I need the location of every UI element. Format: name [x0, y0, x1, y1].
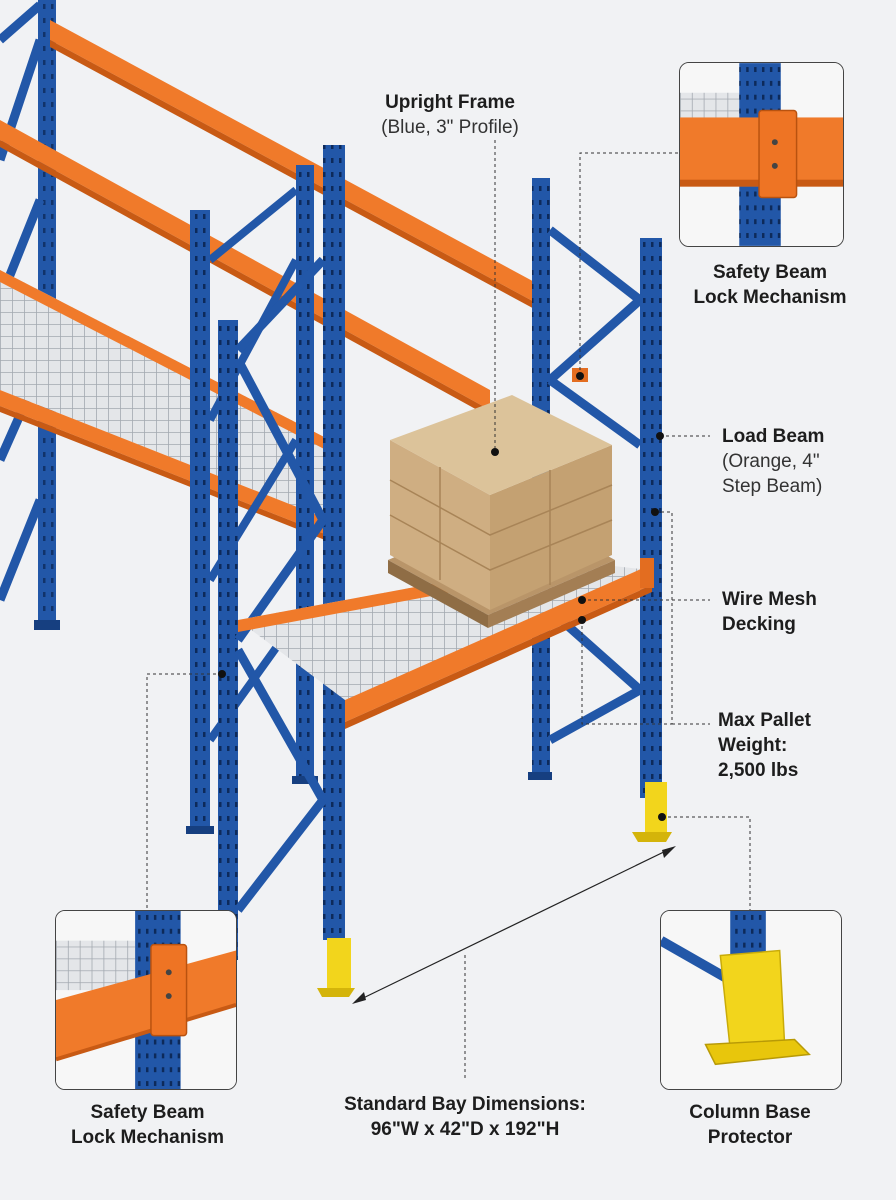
- label-max-weight: Max Pallet Weight: 2,500 lbs: [718, 708, 878, 783]
- safety-lock-top-line2: Lock Mechanism: [693, 287, 847, 308]
- label-bay-dimensions: Standard Bay Dimensions: 96"W x 42"D x 1…: [300, 1092, 630, 1142]
- max-weight-line1: Max Pallet: [718, 710, 811, 731]
- inset-column-protector: [660, 910, 842, 1090]
- bay-dimensions-line1: Standard Bay Dimensions:: [344, 1094, 586, 1115]
- label-column-protector: Column Base Protector: [650, 1100, 850, 1150]
- column-protector-line2: Protector: [707, 1127, 793, 1148]
- safety-lock-bottom-line2: Lock Mechanism: [70, 1127, 225, 1148]
- safety-lock-bottom-line1: Safety Beam: [90, 1102, 205, 1123]
- upright-frame-title: Upright Frame: [385, 92, 515, 113]
- label-wire-mesh: Wire Mesh Decking: [722, 587, 882, 637]
- beam-lock-connector-icon: [56, 911, 236, 1089]
- load-beam-sub2: Step Beam): [722, 476, 823, 497]
- column-base-protectors: [317, 782, 672, 997]
- load-beam-sub1: (Orange, 4": [722, 451, 820, 472]
- pallet-load: [388, 395, 615, 628]
- label-upright-frame: Upright Frame (Blue, 3" Profile): [340, 90, 560, 140]
- load-beam-title: Load Beam: [722, 426, 825, 447]
- max-weight-line3: 2,500 lbs: [718, 760, 799, 781]
- bay-dimensions-line2: 96"W x 42"D x 192"H: [370, 1119, 560, 1140]
- column-protector-line1: Column Base: [689, 1102, 811, 1123]
- upper-load-beams: [0, 20, 540, 417]
- max-weight-line2: Weight:: [718, 735, 788, 756]
- leader-lines: [146, 140, 751, 1080]
- inset-safety-lock-top: [679, 62, 844, 247]
- label-safety-lock-top: Safety Beam Lock Mechanism: [670, 260, 870, 310]
- wire-mesh-line1: Wire Mesh: [722, 589, 817, 610]
- far-bay-deck: [0, 270, 330, 542]
- label-safety-lock-bottom: Safety Beam Lock Mechanism: [45, 1100, 250, 1150]
- bay-dimension-arrow: [352, 846, 676, 1004]
- upright-frame-subtitle: (Blue, 3" Profile): [381, 117, 519, 138]
- wire-mesh-line2: Decking: [722, 614, 796, 635]
- inset-safety-lock-bottom: [55, 910, 237, 1090]
- leader-dots: [218, 372, 666, 821]
- beam-lock-connector-icon: [680, 63, 843, 246]
- safety-lock-top-line1: Safety Beam: [712, 262, 828, 283]
- column-base-protector-icon: [661, 911, 841, 1089]
- label-load-beam: Load Beam (Orange, 4" Step Beam): [722, 424, 882, 499]
